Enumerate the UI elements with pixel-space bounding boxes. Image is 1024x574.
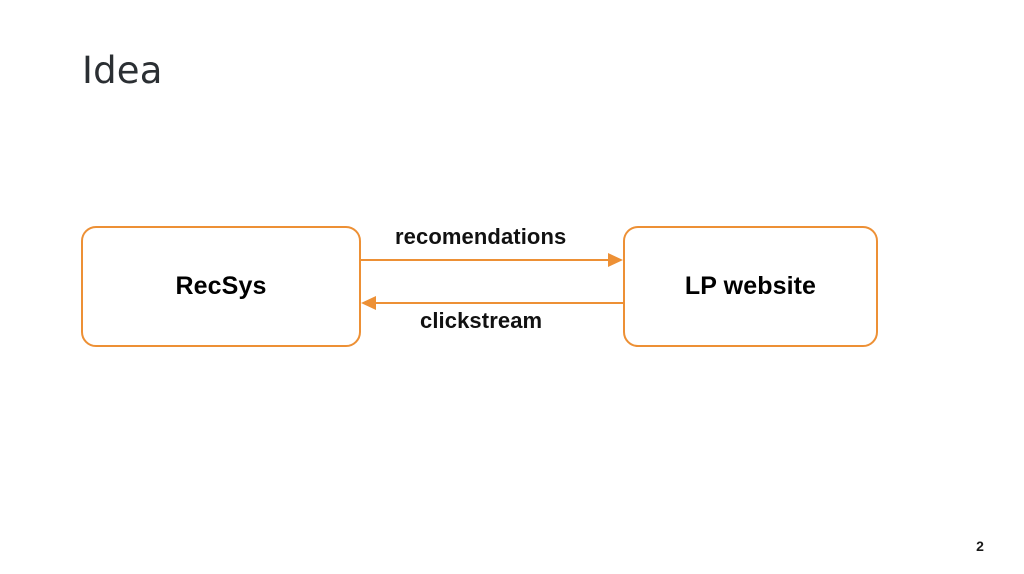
node-recsys-label: RecSys (175, 272, 267, 300)
node-lp-website: LP website (623, 226, 878, 347)
edge-label-recomendations: recomendations (395, 224, 567, 249)
page-title: Idea (82, 49, 163, 92)
arrowhead-left-icon (361, 296, 376, 310)
node-lp-website-label: LP website (684, 272, 817, 300)
edge-clickstream-arrow (361, 296, 623, 310)
node-recsys: RecSys (81, 226, 361, 347)
page-number: 2 (976, 538, 984, 554)
edge-label-clickstream: clickstream (420, 308, 543, 333)
arrowhead-right-icon (608, 253, 623, 267)
edge-recomendations-arrow (361, 253, 623, 267)
